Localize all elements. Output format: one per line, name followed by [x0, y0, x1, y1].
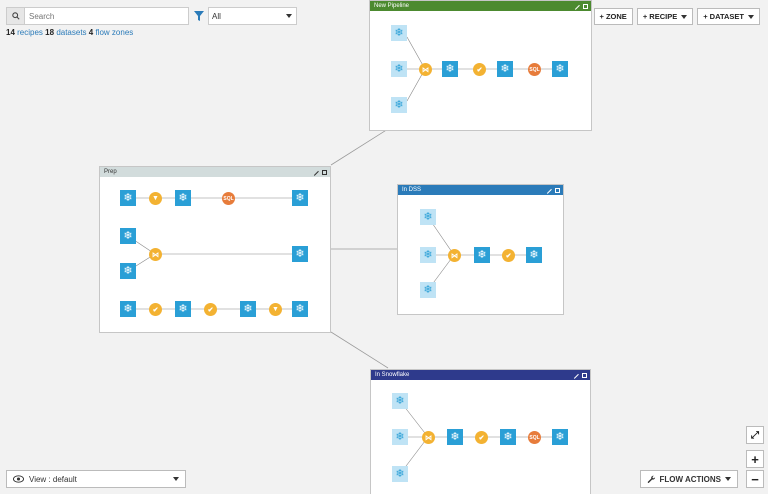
snowflake-dataset-icon[interactable]: ❄ [420, 209, 436, 225]
expand-icon: ⤢ [751, 429, 759, 441]
pencil-icon[interactable] [546, 187, 552, 194]
search-input[interactable] [25, 11, 175, 21]
snowflake-dataset-icon[interactable]: ❄ [175, 190, 191, 206]
flow-search-bar [6, 7, 189, 25]
snowflake-dataset-icon[interactable]: ❄ [552, 61, 568, 77]
sql-recipe-icon[interactable]: SQL [222, 192, 235, 205]
join-recipe-icon[interactable]: ⋈ [149, 248, 162, 261]
prepare-recipe-icon[interactable]: ✔ [475, 431, 488, 444]
snowflake-dataset-icon[interactable]: ❄ [391, 25, 407, 41]
collapse-icon[interactable] [582, 372, 587, 378]
filter-recipe-icon[interactable]: ▼ [149, 192, 162, 205]
zone-header: New Pipeline [370, 1, 591, 11]
pencil-icon[interactable] [574, 3, 580, 10]
view-select-value: View : default [29, 474, 77, 484]
zones-link[interactable]: flow zones [95, 28, 134, 37]
pencil-icon[interactable] [573, 372, 579, 379]
snowflake-dataset-icon[interactable]: ❄ [447, 429, 463, 445]
snowflake-dataset-icon[interactable]: ❄ [420, 282, 436, 298]
zone-header: Prep [100, 167, 330, 177]
search-icon[interactable] [7, 8, 25, 24]
add-zone-label: + ZONE [599, 12, 627, 21]
object-type-select[interactable]: All [208, 7, 297, 25]
zone-title: Prep [104, 169, 117, 175]
flow-counts: 14 recipes 18 datasets 4 flow zones [6, 28, 133, 37]
chevron-down-icon [725, 477, 731, 481]
snowflake-dataset-icon[interactable]: ❄ [120, 301, 136, 317]
datasets-link[interactable]: datasets [56, 28, 87, 37]
snowflake-dataset-icon[interactable]: ❄ [292, 301, 308, 317]
snowflake-dataset-icon[interactable]: ❄ [526, 247, 542, 263]
zone-title: New Pipeline [374, 3, 410, 9]
zone-title: In Snowflake [375, 372, 410, 378]
snowflake-dataset-icon[interactable]: ❄ [292, 246, 308, 262]
snowflake-dataset-icon[interactable]: ❄ [175, 301, 191, 317]
snowflake-dataset-icon[interactable]: ❄ [240, 301, 256, 317]
pencil-icon[interactable] [313, 169, 319, 176]
wrench-icon [647, 475, 655, 483]
zone-title: In DSS [402, 187, 422, 193]
plus-icon: + [751, 451, 759, 467]
zones-count: 4 [88, 28, 94, 37]
snowflake-dataset-icon[interactable]: ❄ [120, 263, 136, 279]
add-dataset-button[interactable]: + DATASET [697, 8, 760, 25]
sql-recipe-icon[interactable]: SQL [528, 63, 541, 76]
zone-in-dss[interactable]: In DSS ❄ ❄ ❄ ⋈ ❄ ✔ ❄ [397, 184, 564, 315]
snowflake-dataset-icon[interactable]: ❄ [552, 429, 568, 445]
snowflake-dataset-icon[interactable]: ❄ [500, 429, 516, 445]
snowflake-dataset-icon[interactable]: ❄ [120, 228, 136, 244]
collapse-icon[interactable] [583, 3, 588, 9]
snowflake-dataset-icon[interactable]: ❄ [420, 247, 436, 263]
add-zone-button[interactable]: + ZONE [593, 8, 633, 25]
datasets-count: 18 [45, 28, 55, 37]
minus-icon: − [751, 471, 759, 487]
flow-toolbar: + ZONE + RECIPE + DATASET [593, 8, 760, 25]
add-dataset-label: + DATASET [703, 12, 744, 21]
snowflake-dataset-icon[interactable]: ❄ [292, 190, 308, 206]
add-recipe-label: + RECIPE [642, 12, 678, 21]
zone-in-snowflake[interactable]: In Snowflake ❄ ❄ ❄ ⋈ ❄ ✔ ❄ SQL ❄ [370, 369, 591, 494]
snowflake-dataset-icon[interactable]: ❄ [474, 247, 490, 263]
zone-header: In Snowflake [371, 370, 590, 380]
zone-new-pipeline[interactable]: New Pipeline ❄ ❄ ❄ ⋈ ❄ ✔ ❄ SQL ❄ [369, 0, 592, 131]
prepare-recipe-icon[interactable]: ✔ [473, 63, 486, 76]
snowflake-dataset-icon[interactable]: ❄ [391, 61, 407, 77]
zoom-out-button[interactable]: − [746, 470, 764, 488]
object-type-value: All [212, 11, 221, 21]
snowflake-dataset-icon[interactable]: ❄ [392, 429, 408, 445]
snowflake-dataset-icon[interactable]: ❄ [497, 61, 513, 77]
zone-prep[interactable]: Prep ❄ ▼ ❄ SQL ❄ ❄ ❄ ⋈ ❄ ❄ ✔ ❄ ✔ ❄ ▼ ❄ [99, 166, 331, 333]
join-recipe-icon[interactable]: ⋈ [448, 249, 461, 262]
view-select[interactable]: View : default [6, 470, 186, 488]
filter-recipe-icon[interactable]: ▼ [269, 303, 282, 316]
join-recipe-icon[interactable]: ⋈ [419, 63, 432, 76]
chevron-down-icon [173, 477, 179, 481]
filter-icon[interactable] [192, 7, 206, 25]
chevron-down-icon [681, 14, 688, 19]
snowflake-dataset-icon[interactable]: ❄ [442, 61, 458, 77]
snowflake-dataset-icon[interactable]: ❄ [391, 97, 407, 113]
recipes-link[interactable]: recipes [17, 28, 43, 37]
zone-header: In DSS [398, 185, 563, 195]
chevron-down-icon [286, 14, 292, 18]
prepare-recipe-icon[interactable]: ✔ [502, 249, 515, 262]
snowflake-dataset-icon[interactable]: ❄ [392, 466, 408, 482]
collapse-icon[interactable] [555, 187, 560, 193]
fit-view-button[interactable]: ⤢ [746, 426, 764, 444]
prepare-recipe-icon[interactable]: ✔ [204, 303, 217, 316]
flow-actions-button[interactable]: FLOW ACTIONS [639, 470, 738, 488]
snowflake-dataset-icon[interactable]: ❄ [120, 190, 136, 206]
add-recipe-button[interactable]: + RECIPE [636, 8, 694, 25]
join-recipe-icon[interactable]: ⋈ [422, 431, 435, 444]
collapse-icon[interactable] [322, 169, 327, 175]
recipes-count: 14 [6, 28, 15, 37]
snowflake-dataset-icon[interactable]: ❄ [392, 393, 408, 409]
chevron-down-icon [748, 14, 754, 19]
prepare-recipe-icon[interactable]: ✔ [149, 303, 162, 316]
zoom-in-button[interactable]: + [746, 450, 764, 468]
flow-actions-label: FLOW ACTIONS [659, 474, 721, 484]
eye-icon [13, 475, 24, 483]
sql-recipe-icon[interactable]: SQL [528, 431, 541, 444]
